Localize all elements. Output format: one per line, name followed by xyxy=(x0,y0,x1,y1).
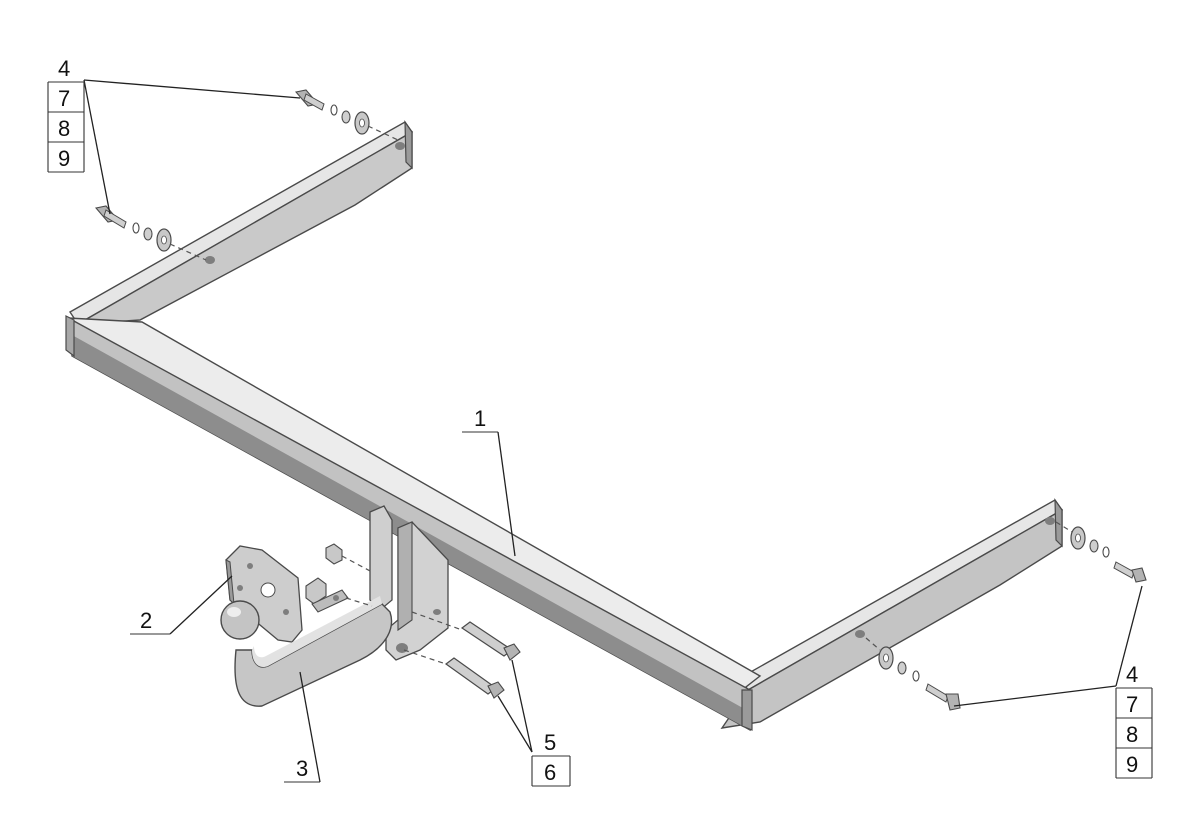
assembly-guides xyxy=(341,555,463,665)
callout-bottom-right-7: 7 xyxy=(1126,692,1138,717)
callout-bottom-right-4: 4 xyxy=(1126,662,1138,687)
callout-top-left-7: 7 xyxy=(58,86,70,111)
left-side-arm xyxy=(69,120,414,325)
callout-top-left-4: 4 xyxy=(58,56,70,81)
callout-2: 2 xyxy=(140,608,152,633)
callout-3: 3 xyxy=(296,756,308,781)
callout-top-left-9: 9 xyxy=(58,146,70,171)
bracket-bolts xyxy=(444,621,521,699)
nut-and-clamp xyxy=(305,543,349,613)
callout-bottom-right-9: 9 xyxy=(1126,752,1138,777)
top-left-fasteners xyxy=(94,89,399,261)
callout-crossbar: 1 xyxy=(462,406,516,557)
callout-towball: 3 xyxy=(284,671,321,783)
callout-6: 6 xyxy=(544,760,556,785)
tow-ball-neck xyxy=(220,596,393,707)
callout-bottom-right: 4 7 8 9 xyxy=(953,585,1153,779)
callout-top-left: 4 7 8 9 xyxy=(47,56,301,215)
callout-bolts: 5 6 xyxy=(497,659,571,787)
bottom-right-fasteners xyxy=(865,521,1147,711)
hitch-bracket xyxy=(369,505,449,661)
callout-socket: 2 xyxy=(130,575,233,635)
callout-bottom-right-8: 8 xyxy=(1126,722,1138,747)
right-side-arm xyxy=(720,498,1064,729)
callout-1: 1 xyxy=(474,406,486,431)
callout-top-left-8: 8 xyxy=(58,116,70,141)
callout-5: 5 xyxy=(544,730,556,755)
